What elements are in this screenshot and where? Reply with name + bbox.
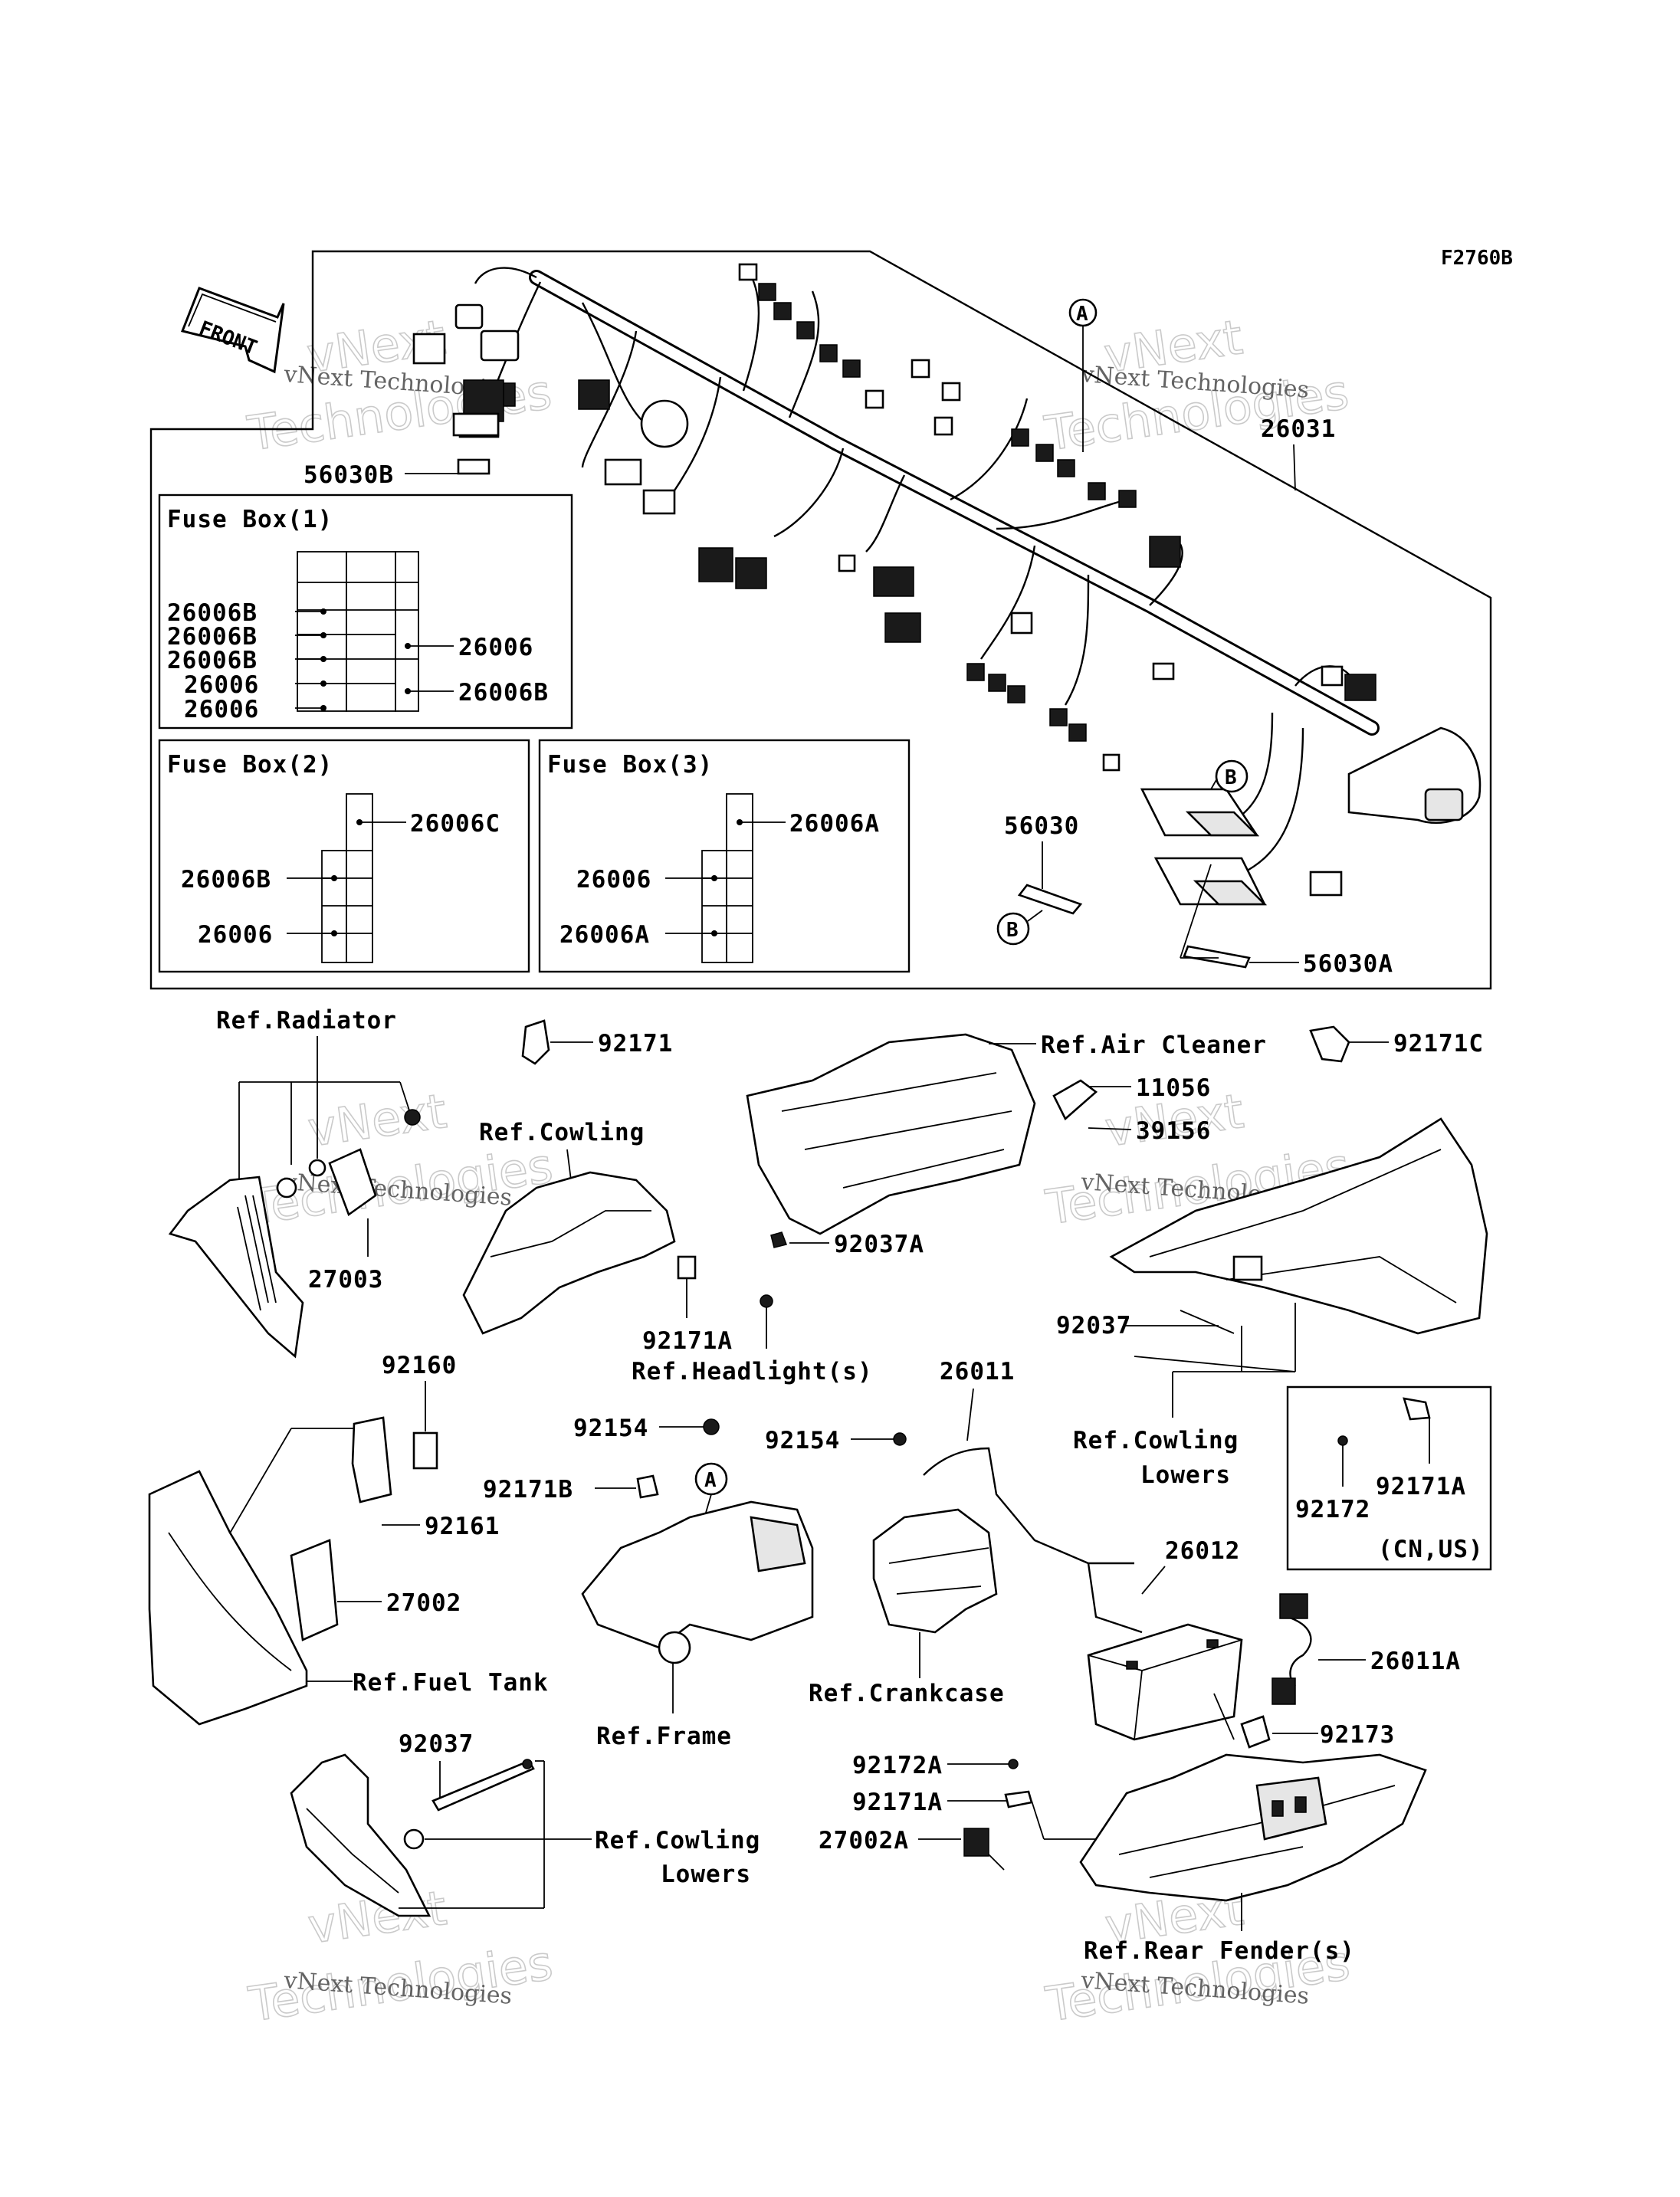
label-ref-cowling-lowers-2: Lowers xyxy=(661,1861,751,1888)
label-ref-radiator: Ref.Radiator xyxy=(216,1007,397,1035)
label-ref-air-cleaner: Ref.Air Cleaner xyxy=(1041,1031,1267,1059)
cn-us-box: 92171A 92172 (CN,US) xyxy=(1286,1385,1492,1571)
fuse-label: 26006 xyxy=(184,671,259,699)
fuse-label: 26006B xyxy=(458,679,549,707)
fuse-label: 26006 xyxy=(184,696,259,723)
crankcase-area: 26011 92154 Ref.Crankcase 26012 26011A xyxy=(765,1358,1461,1741)
fuse-label: 26006A xyxy=(559,921,650,949)
label-ref-fuel-tank: Ref.Fuel Tank xyxy=(353,1669,549,1697)
radiator-area: Ref.Radiator 27003 xyxy=(168,1007,421,1359)
fuse-label: 26006 xyxy=(198,921,273,949)
fuse-label: 26006B xyxy=(167,599,258,627)
label-cn-us: (CN,US) xyxy=(1378,1536,1484,1563)
fuse-box-1-title: Fuse Box(1) xyxy=(167,506,333,533)
label-ref-crankcase: Ref.Crankcase xyxy=(809,1680,1005,1707)
label-ref-headlight: Ref.Headlight(s) xyxy=(632,1358,873,1385)
harness-frame xyxy=(149,250,1492,990)
label-92154: 92154 xyxy=(765,1427,840,1454)
air-cleaner-area: Ref.Air Cleaner 92171C 11056 39156 92037… xyxy=(746,1025,1484,1258)
fuse-box-2: Fuse Box(2) 26006C 26006B 26006 xyxy=(158,739,530,973)
label-27002: 27002 xyxy=(386,1589,461,1617)
label-56030B: 56030B xyxy=(304,461,394,489)
fuse-label: 26006 xyxy=(576,866,651,894)
fuse-box-3: Fuse Box(3) 26006A 26006 26006A xyxy=(538,739,911,973)
fuse-label: 26006B xyxy=(181,866,271,894)
fuse-label: 26006 xyxy=(458,634,533,661)
label-11056: 11056 xyxy=(1136,1074,1211,1102)
fuse-box-2-leaders xyxy=(287,819,406,936)
fuse-box-1: Fuse Box(1) 26006B 26006B 26006B 26006 2… xyxy=(158,494,573,730)
label-92171: 92171 xyxy=(598,1030,673,1058)
label-56030A: 56030A xyxy=(1303,950,1393,978)
label-92173: 92173 xyxy=(1320,1721,1395,1749)
label-92037: 92037 xyxy=(1056,1312,1131,1340)
fuel-tank-area: 92160 92161 27002 Ref.Fuel Tank xyxy=(148,1352,549,1726)
ref-circle-a: A xyxy=(704,1469,717,1492)
label-92171A: 92171A xyxy=(642,1327,733,1355)
label-39156: 39156 xyxy=(1136,1117,1211,1145)
fuse-box-2-title: Fuse Box(2) xyxy=(167,751,333,779)
label-26011: 26011 xyxy=(940,1358,1015,1385)
frame-area: 92154 92171B A Ref.Frame xyxy=(483,1415,814,1750)
fuse-label: 26006A xyxy=(789,810,880,838)
fuse-box-1-leaders xyxy=(295,608,454,711)
label-ref-cowling-lowers: Ref.Cowling xyxy=(595,1827,760,1854)
harness-callouts: A 26031 56030B B 56030 B 56030A xyxy=(304,298,1393,978)
main-wiring-harness xyxy=(412,263,1481,969)
label-ref-rear-fender: Ref.Rear Fender(s) xyxy=(1084,1937,1355,1965)
watermark-line1: vNext xyxy=(304,1083,450,1157)
cowling-area: 92171 Ref.Cowling 92171A Ref.Headlight(s… xyxy=(462,1019,873,1385)
ref-circle-b: B xyxy=(1225,766,1237,789)
label-92172: 92172 xyxy=(1295,1496,1370,1523)
fuse-box-1-grid xyxy=(297,551,419,712)
fuse-box-2-grid xyxy=(321,793,373,963)
rear-fender-area: 92173 92172A 92171A 27002A Ref.Rear Fend… xyxy=(819,1693,1427,1965)
label-27002A: 27002A xyxy=(819,1827,909,1854)
label-26012: 26012 xyxy=(1165,1537,1240,1565)
label-ref-cowling: Ref.Cowling xyxy=(479,1119,645,1146)
ref-circle-a: A xyxy=(1076,303,1088,326)
label-92171A: 92171A xyxy=(1376,1473,1466,1500)
label-92171B: 92171B xyxy=(483,1476,573,1503)
label-92154: 92154 xyxy=(573,1415,648,1442)
front-arrow-icon: FRONT xyxy=(180,287,285,374)
label-56030: 56030 xyxy=(1004,812,1079,840)
label-ref-frame: Ref.Frame xyxy=(596,1723,732,1750)
cowling-lowers-area: 92037 Ref.Cowling Lowers xyxy=(290,1730,760,1917)
ref-circle-b: B xyxy=(1006,919,1019,942)
label-ref-cowling-lowers: Ref.Cowling xyxy=(1073,1427,1239,1454)
label-92171C: 92171C xyxy=(1393,1030,1484,1058)
label-92037: 92037 xyxy=(399,1730,474,1758)
fuse-box-3-leaders xyxy=(665,819,786,936)
fuse-box-3-grid xyxy=(701,793,753,963)
fuse-label: 26006C xyxy=(410,810,500,838)
diagram-code: F2760B xyxy=(1441,247,1513,270)
label-92160: 92160 xyxy=(382,1352,457,1379)
fuse-label: 26006B xyxy=(167,647,258,674)
label-92037A: 92037A xyxy=(834,1231,924,1258)
label-92161: 92161 xyxy=(425,1513,500,1540)
label-26031: 26031 xyxy=(1261,415,1336,443)
label-ref-cowling-lowers-2: Lowers xyxy=(1140,1461,1231,1489)
label-26011A: 26011A xyxy=(1370,1648,1461,1675)
fuse-label: 26006B xyxy=(167,623,258,651)
fuse-box-3-title: Fuse Box(3) xyxy=(547,751,713,779)
tail-cowling-area: 92037 Ref.Cowling Lowers xyxy=(1056,1117,1488,1489)
label-27003: 27003 xyxy=(308,1266,383,1294)
label-92172A: 92172A xyxy=(852,1752,943,1779)
label-92171A: 92171A xyxy=(852,1789,943,1816)
